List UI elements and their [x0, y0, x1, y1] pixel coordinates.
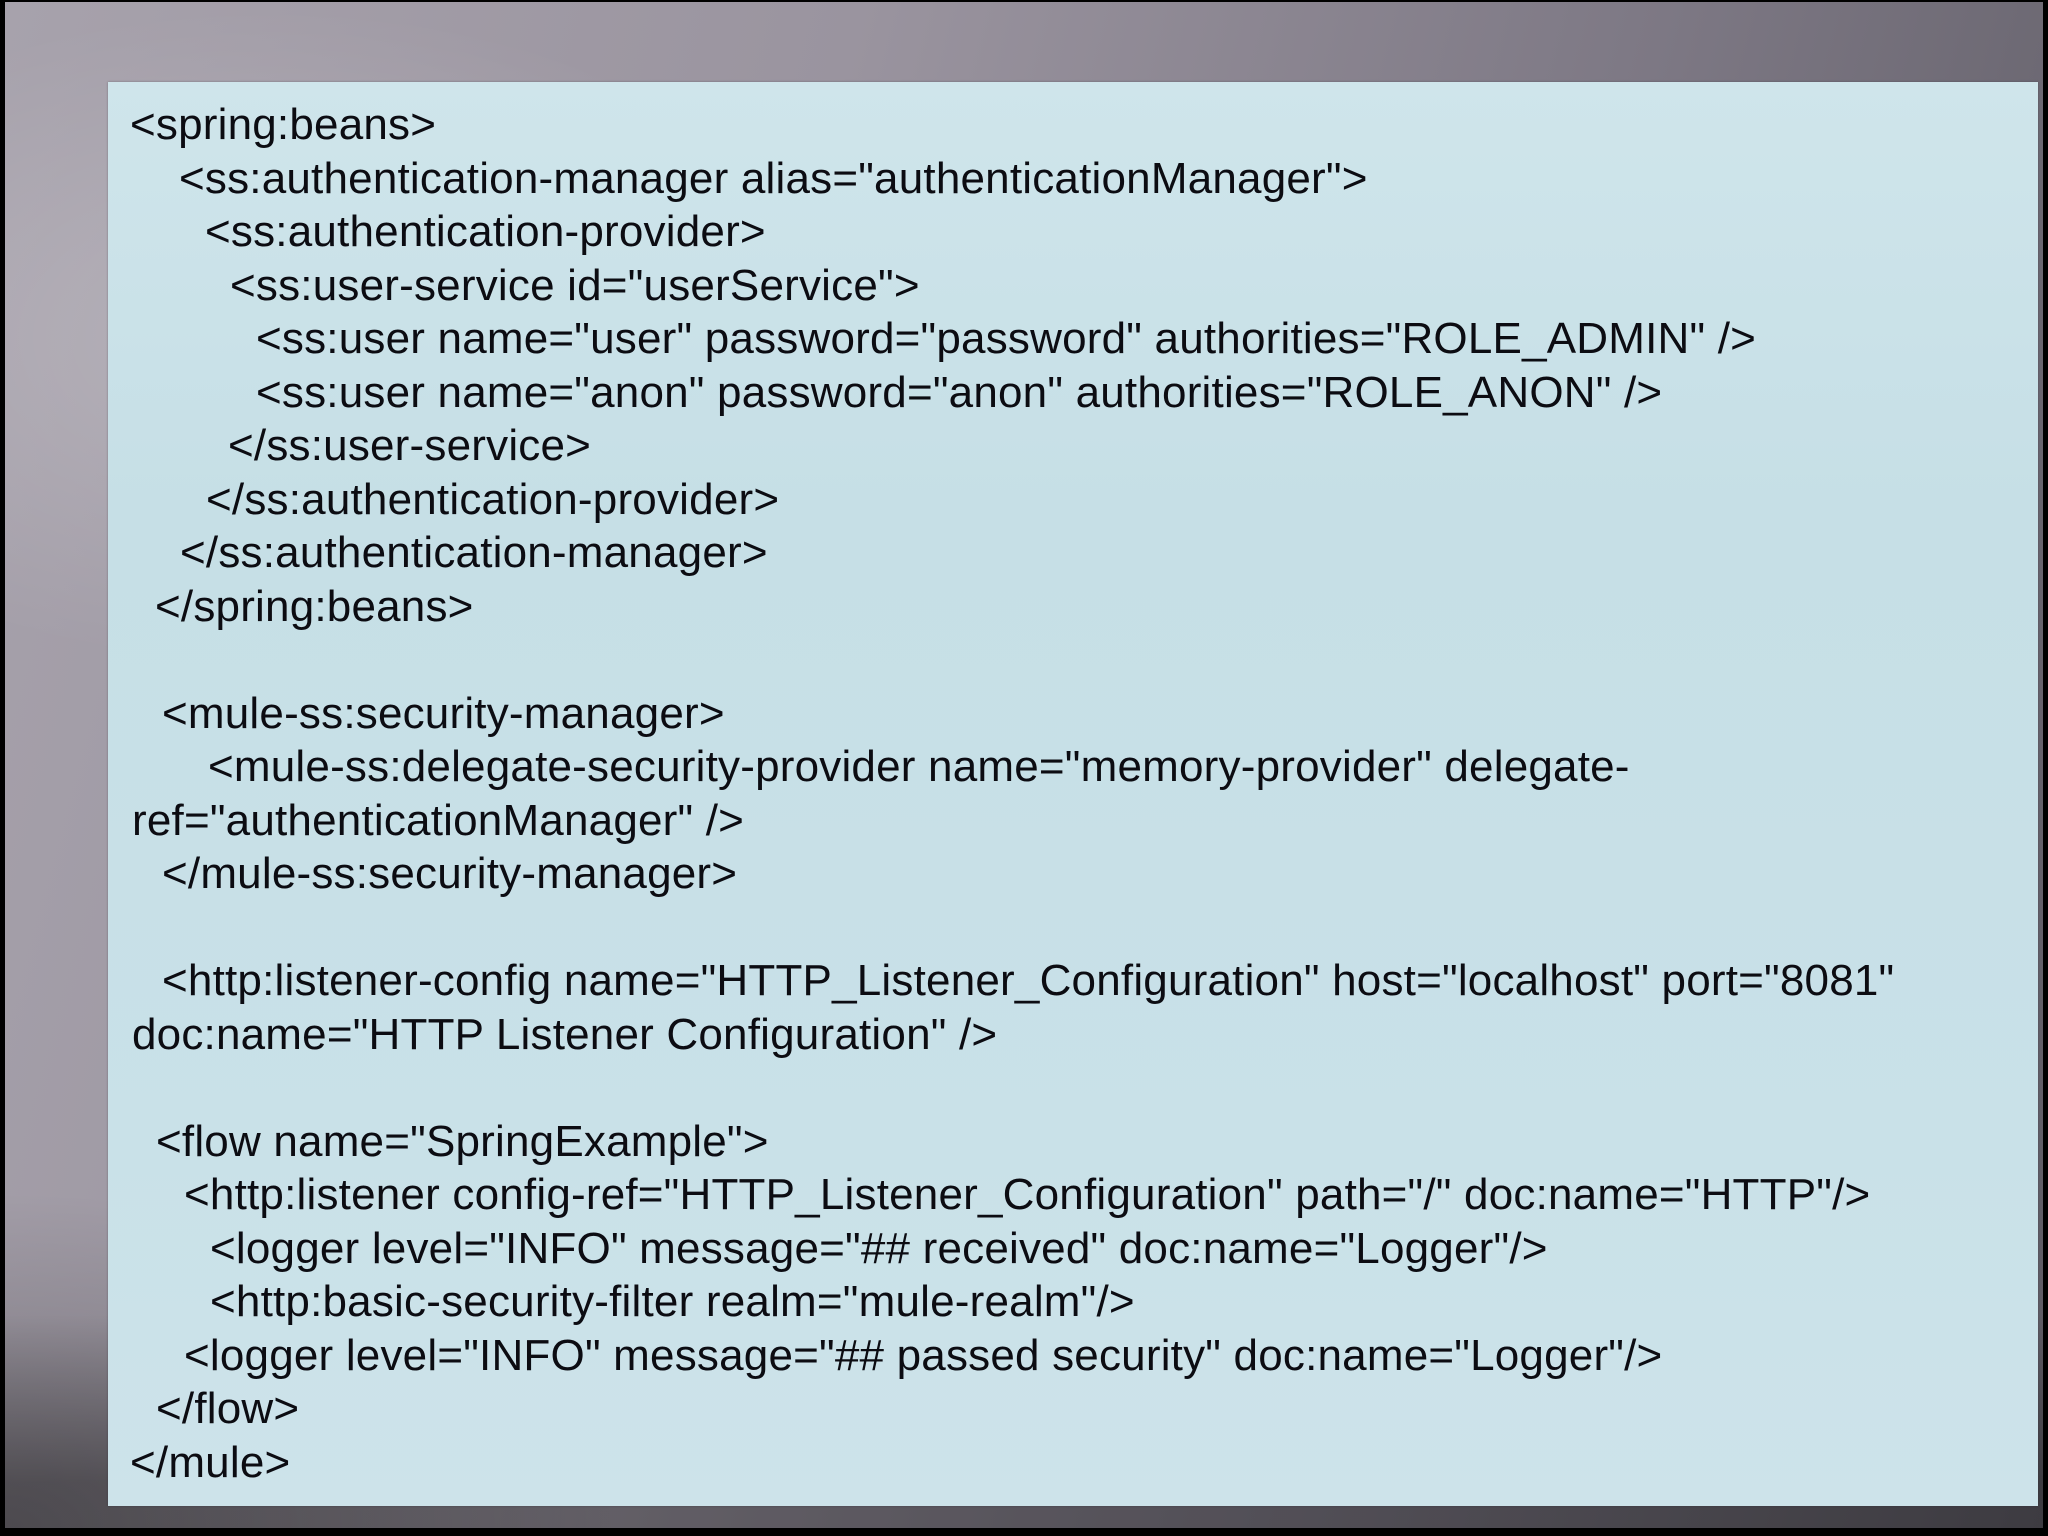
code-line: </mule-ss:security-manager> [162, 849, 738, 898]
code-line: <ss:user name="user" password="password"… [256, 314, 1757, 363]
code-line: <ss:authentication-provider> [205, 207, 766, 256]
code-panel: <spring:beans><ss:authentication-manager… [108, 82, 2038, 1506]
code-line: <mule-ss:delegate-security-provider name… [208, 742, 1630, 791]
code-line: <http:listener config-ref="HTTP_Listener… [184, 1170, 1871, 1219]
code-line: <ss:user name="anon" password="anon" aut… [256, 367, 1663, 417]
code-line: </ss:user-service> [228, 421, 592, 470]
xml-code-block: <spring:beans><ss:authentication-manager… [130, 98, 2034, 1506]
code-line: <logger level="INFO" message="## receive… [210, 1223, 1548, 1273]
code-line: </mule> [130, 1437, 291, 1487]
code-line: </ss:authentication-provider> [206, 474, 780, 524]
code-line: <http:basic-security-filter realm="mule-… [210, 1277, 1135, 1326]
code-line: <mule-ss:security-manager> [162, 688, 725, 738]
code-line: <ss:user-service id="userService"> [230, 260, 920, 310]
code-line [130, 1061, 2034, 1115]
code-line: <logger level="INFO" message="## passed … [184, 1330, 1663, 1380]
code-line: <http:listener-config name="HTTP_Listene… [162, 956, 1895, 1005]
code-line [130, 633, 2034, 687]
code-line: </spring:beans> [155, 581, 474, 631]
code-line: </ss:authentication-manager> [180, 528, 768, 577]
code-line [130, 901, 2034, 955]
code-line: ref="authenticationManager" /> [132, 795, 745, 845]
code-line: <spring:beans> [130, 100, 437, 149]
code-line: <flow name="SpringExample"> [156, 1116, 769, 1166]
slide-background: <spring:beans><ss:authentication-manager… [5, 2, 2043, 1528]
code-line: <ss:authentication-manager alias="authen… [179, 153, 1368, 203]
code-line: doc:name="HTTP Listener Configuration" /… [132, 1009, 998, 1059]
code-line: </flow> [156, 1384, 300, 1433]
